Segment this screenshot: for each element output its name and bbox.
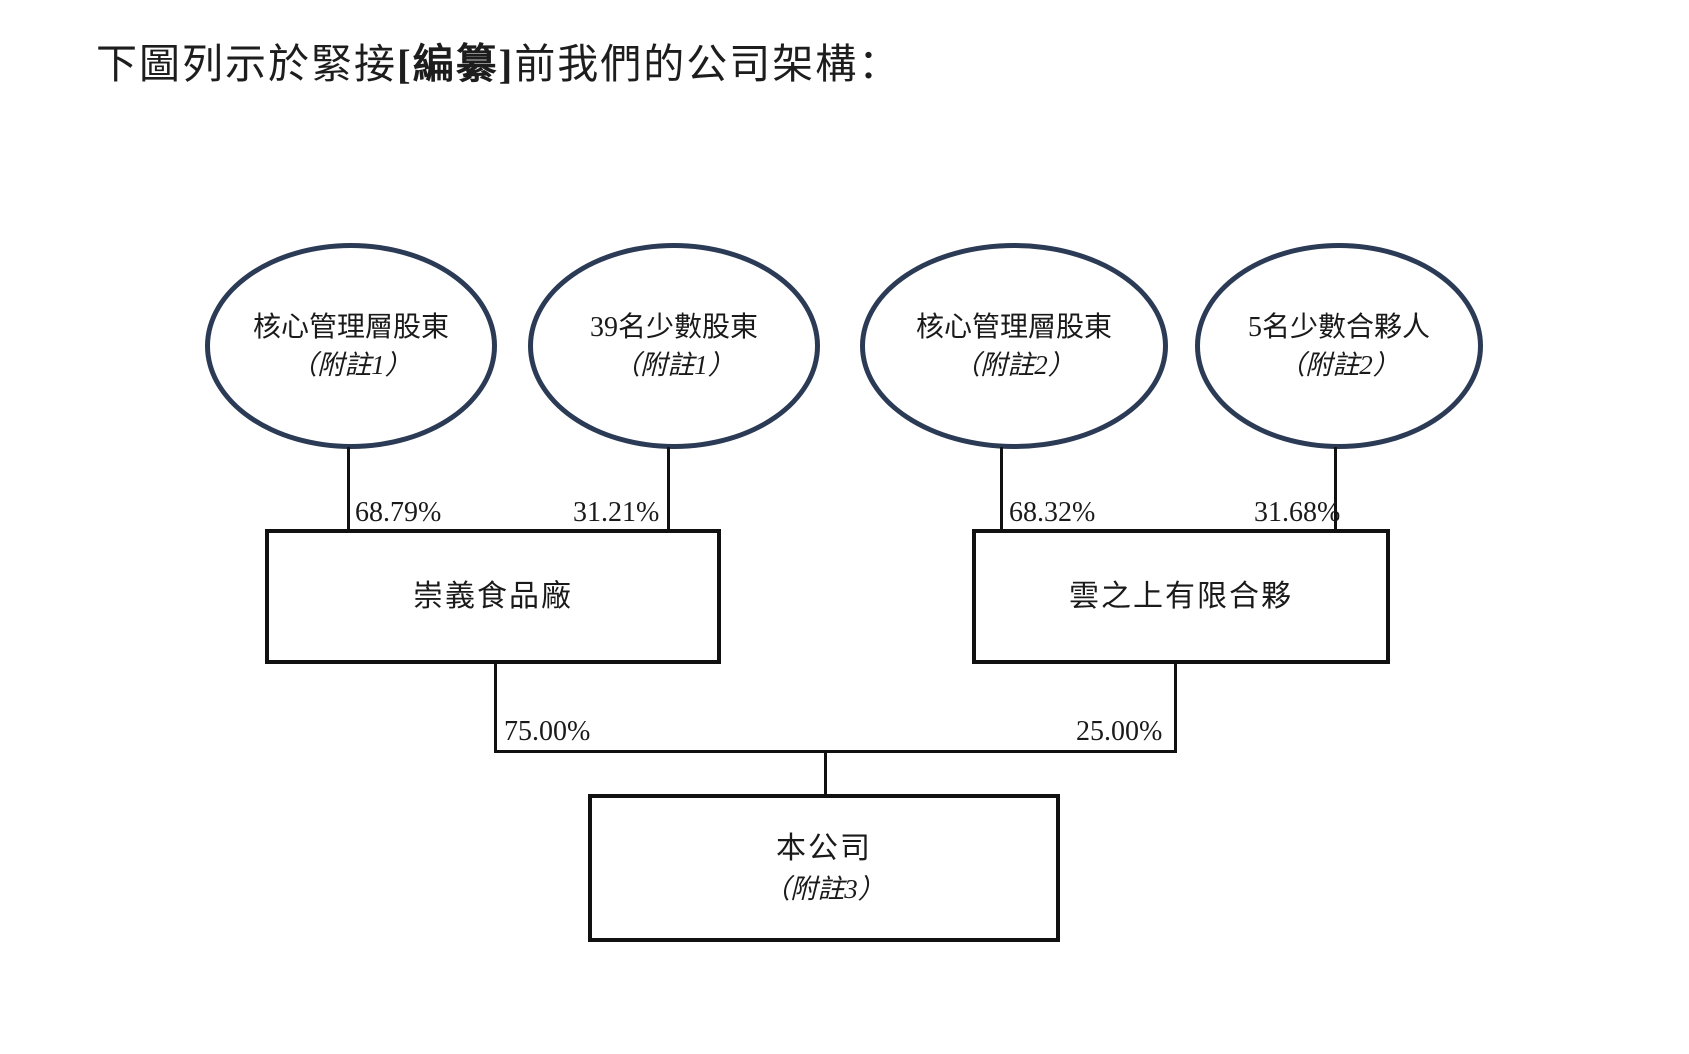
node-note: （附註1） xyxy=(613,349,735,380)
node-label: 5名少數合夥人 xyxy=(1247,311,1430,343)
percentage-label-31-68: 31.68% xyxy=(1254,497,1341,528)
shareholder-node-core-management-2[interactable]: 核心管理層股東 （附註2） xyxy=(860,243,1168,449)
page-title: 下圖列示於緊接[編纂]前我們的公司架構： xyxy=(96,30,901,90)
connector-core-management-1-to-chongyi xyxy=(347,447,350,530)
node-note: （附註3） xyxy=(763,873,885,904)
percentage-label-68-32: 68.32% xyxy=(1009,497,1096,528)
percentage-label-25-00: 25.00% xyxy=(1076,716,1163,747)
entity-box-chongyi-food-factory[interactable]: 崇義食品廠 xyxy=(265,529,721,664)
connector-chongyi-down xyxy=(494,663,497,751)
connector-yunzhishang-down xyxy=(1174,663,1177,751)
connector-horizontal-to-company xyxy=(494,750,1177,753)
shareholder-node-core-management-1[interactable]: 核心管理層股東 （附註1） xyxy=(205,243,497,449)
shareholder-node-39-minority-shareholders[interactable]: 39名少數股東 （附註1） xyxy=(528,243,820,449)
percentage-label-31-21: 31.21% xyxy=(573,497,660,528)
connector-39-minority-to-chongyi xyxy=(667,447,670,530)
node-label: 本公司 xyxy=(776,831,872,865)
node-note: （附註2） xyxy=(1278,349,1400,380)
node-note: （附註1） xyxy=(290,349,412,380)
connector-company-up xyxy=(824,750,827,795)
percentage-label-68-79: 68.79% xyxy=(355,497,442,528)
node-label: 核心管理層股東 xyxy=(915,311,1112,343)
node-label: 核心管理層股東 xyxy=(252,311,449,343)
entity-box-the-company[interactable]: 本公司 （附註3） xyxy=(588,794,1060,942)
node-label: 39名少數股東 xyxy=(589,311,758,343)
page-title-bracket-term: [編纂] xyxy=(397,41,515,87)
node-label: 崇義食品廠 xyxy=(413,580,573,613)
node-label: 雲之上有限合夥 xyxy=(1069,580,1293,613)
node-note: （附註2） xyxy=(953,349,1075,380)
connector-5-partners-to-yunzhishang xyxy=(1334,447,1337,530)
page-title-suffix: 前我們的公司架構： xyxy=(514,41,902,87)
connector-core-management-2-to-yunzhishang xyxy=(1000,447,1003,530)
page-title-prefix: 下圖列示於緊接 xyxy=(96,41,397,87)
percentage-label-75-00: 75.00% xyxy=(504,716,591,747)
entity-box-yunzhishang-limited-partnership[interactable]: 雲之上有限合夥 xyxy=(972,529,1390,664)
shareholder-node-5-minority-partners[interactable]: 5名少數合夥人 （附註2） xyxy=(1195,243,1483,449)
